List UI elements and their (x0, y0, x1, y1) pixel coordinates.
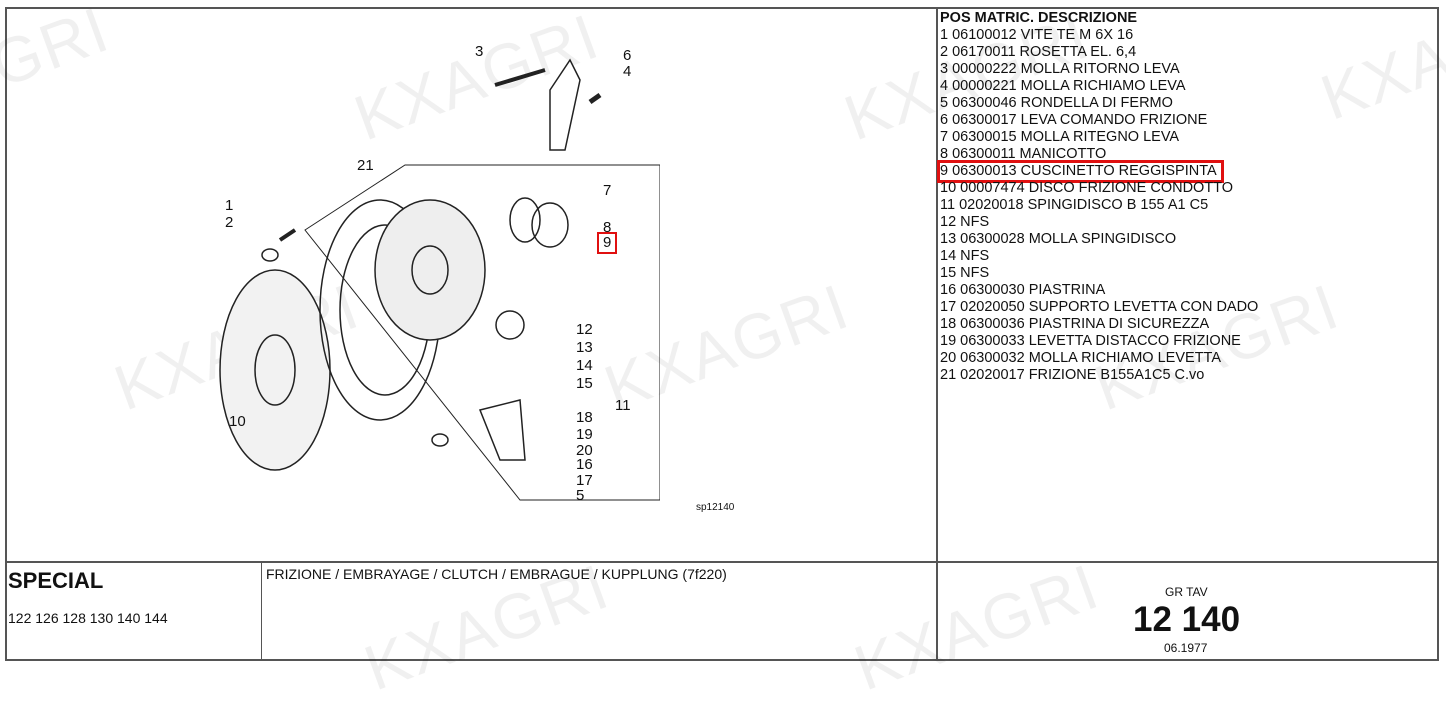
callout: 19 (576, 426, 593, 443)
callout: 12 (576, 321, 593, 338)
part-row: 4 00000221 MOLLA RICHIAMO LEVA (940, 78, 1186, 94)
part-row: 17 02020050 SUPPORTO LEVETTA CON DADO (940, 299, 1259, 315)
callout: 17 (576, 472, 593, 489)
divider (936, 7, 938, 661)
part-row-highlighted: 9 06300013 CUSCINETTO REGGISPINTA (937, 160, 1224, 183)
callout: 6 (623, 47, 632, 64)
callout: 1 (225, 197, 234, 214)
parts-list: POS MATRIC. DESCRIZIONE 1 06100012 VITE … (937, 10, 1259, 384)
callout: 15 (576, 375, 593, 392)
gr-tav-number: 12 140 (1133, 600, 1241, 639)
callout-highlighted: 9 (597, 232, 618, 254)
part-row: 7 06300015 MOLLA RITEGNO LEVA (940, 129, 1180, 145)
part-row: 13 06300028 MOLLA SPINGIDISCO (940, 231, 1177, 247)
part-row: 8 06300011 MANICOTTO (940, 146, 1107, 162)
part-row: 15 NFS (940, 265, 990, 281)
part-row: 21 02020017 FRIZIONE B155A1C5 C.vo (940, 367, 1205, 383)
callout: 7 (603, 182, 612, 199)
callout: 8 (603, 219, 612, 236)
model-name: SPECIAL (8, 568, 104, 593)
callout: 2 (225, 214, 234, 231)
callout: 18 (576, 409, 593, 426)
part-row: 16 06300030 PIASTRINA (940, 282, 1106, 298)
divider (261, 561, 262, 661)
callout: 11 (615, 397, 631, 414)
callout: 21 (357, 157, 374, 174)
divider (5, 561, 1439, 563)
gr-tav-label: GR TAV (1165, 585, 1208, 599)
section-title: FRIZIONE / EMBRAYAGE / CLUTCH / EMBRAGUE… (266, 566, 727, 582)
callout: 13 (576, 339, 593, 356)
callout: 20 (576, 442, 593, 459)
part-row: 3 00000222 MOLLA RITORNO LEVA (940, 61, 1180, 77)
part-row: 6 06300017 LEVA COMANDO FRIZIONE (940, 112, 1208, 128)
part-row: 1 06100012 VITE TE M 6X 16 (940, 27, 1134, 43)
callout: 3 (475, 43, 484, 60)
part-row: 12 NFS (940, 214, 990, 230)
part-row: 14 NFS (940, 248, 990, 264)
part-row: 11 02020018 SPINGIDISCO B 155 A1 C5 (940, 197, 1209, 213)
callout: 14 (576, 357, 593, 374)
part-row: 19 06300033 LEVETTA DISTACCO FRIZIONE (940, 333, 1241, 349)
callout: 5 (576, 487, 585, 504)
parts-list-header: POS MATRIC. DESCRIZIONE (940, 10, 1138, 26)
date: 06.1977 (1164, 641, 1208, 655)
part-row: 10 00007474 DISCO FRIZIONE CONDOTTO (940, 180, 1234, 196)
part-row: 2 06170011 ROSETTA EL. 6,4 (940, 44, 1137, 60)
table-frame (5, 7, 1439, 661)
part-row: 18 06300036 PIASTRINA DI SICUREZZA (940, 316, 1210, 332)
part-row: 20 06300032 MOLLA RICHIAMO LEVETTA (940, 350, 1222, 366)
clutch-exploded-diagram (219, 58, 660, 501)
drawing-code: sp12140 (696, 502, 735, 513)
part-row: 5 06300046 RONDELLA DI FERMO (940, 95, 1173, 111)
callout: 4 (623, 63, 632, 80)
callout: 10 (229, 413, 246, 430)
model-numbers: 122 126 128 130 140 144 (8, 610, 168, 626)
callout: 16 (576, 456, 593, 473)
